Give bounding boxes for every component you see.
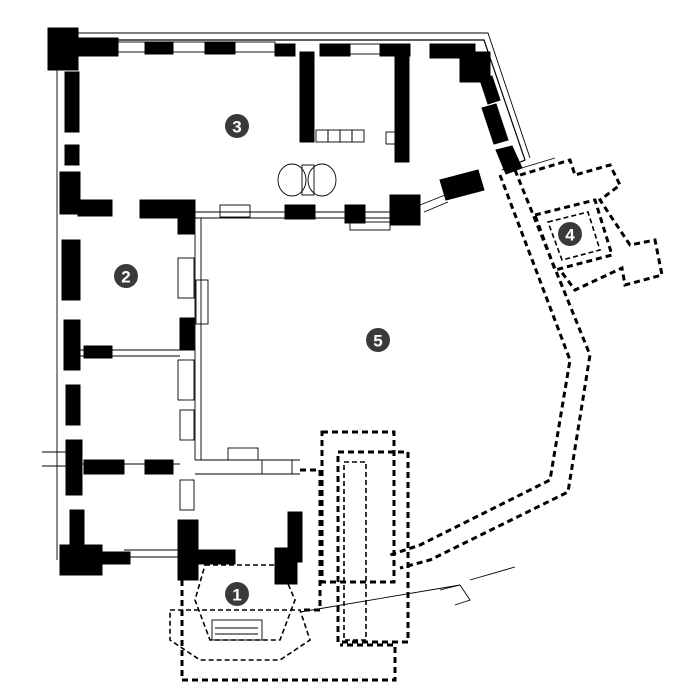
marker-label: 1 (232, 586, 241, 605)
marker-label: 5 (373, 332, 382, 351)
marker-label: 4 (565, 226, 575, 245)
room-marker-3[interactable]: 3 (225, 114, 249, 138)
marker-label: 3 (232, 118, 241, 137)
room-marker-5[interactable]: 5 (366, 328, 390, 352)
room-marker-4[interactable]: 4 (558, 222, 582, 246)
interior-lines (80, 41, 516, 613)
room-marker-1[interactable]: 1 (225, 582, 249, 606)
marker-label: 2 (121, 268, 130, 287)
room-marker-2[interactable]: 2 (114, 264, 138, 288)
walls (47, 27, 523, 585)
dashed-structures (169, 158, 664, 682)
outer-outline (42, 32, 556, 560)
